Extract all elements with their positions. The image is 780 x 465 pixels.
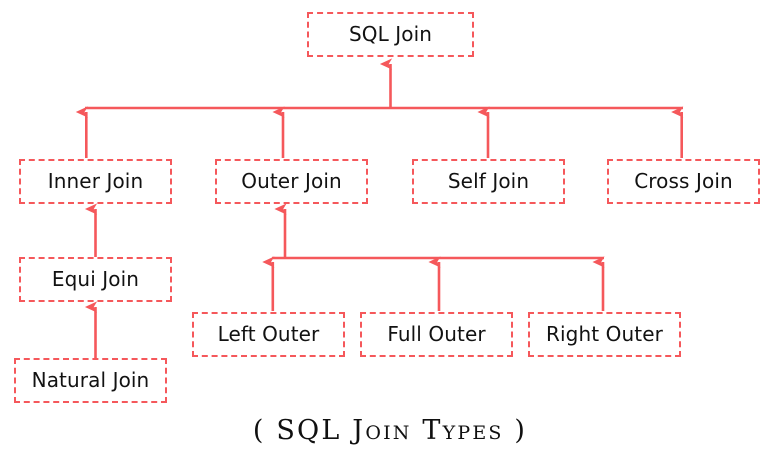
node-right-outer-label: Right Outer: [546, 321, 663, 346]
node-inner-join[interactable]: Inner Join: [19, 159, 172, 204]
node-sql-join-label: SQL Join: [348, 21, 433, 46]
node-full-outer[interactable]: Full Outer: [360, 312, 513, 357]
node-natural-join[interactable]: Natural Join: [14, 358, 167, 403]
node-left-outer[interactable]: Left Outer: [192, 312, 345, 357]
node-self-join-label: Self Join: [447, 168, 530, 193]
node-self-join[interactable]: Self Join: [412, 159, 565, 204]
node-left-outer-label: Left Outer: [217, 321, 320, 346]
node-equi-join-label: Equi Join: [51, 266, 140, 291]
node-sql-join[interactable]: SQL Join: [307, 12, 474, 57]
diagram-caption: ( SQL Join Types ): [252, 415, 528, 446]
node-cross-join-label: Cross Join: [634, 168, 733, 193]
node-natural-join-label: Natural Join: [31, 367, 150, 392]
node-cross-join[interactable]: Cross Join: [607, 159, 760, 204]
node-outer-join-label: Outer Join: [241, 168, 342, 193]
node-right-outer[interactable]: Right Outer: [528, 312, 681, 357]
node-equi-join[interactable]: Equi Join: [19, 257, 172, 302]
node-full-outer-label: Full Outer: [387, 321, 486, 346]
node-outer-join[interactable]: Outer Join: [215, 159, 368, 204]
node-inner-join-label: Inner Join: [47, 168, 144, 193]
